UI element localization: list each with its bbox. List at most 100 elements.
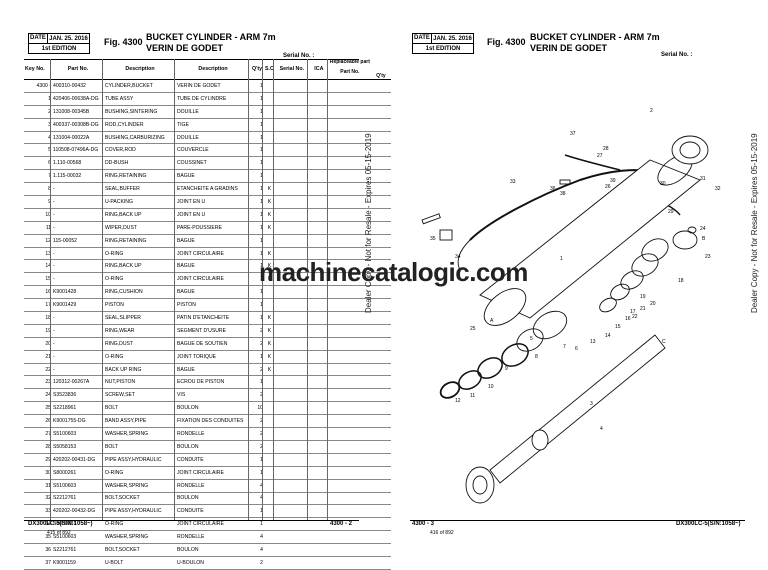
cell-empty [370, 79, 391, 93]
cell-part: 400310-00432 [52, 79, 104, 93]
cell-empty [328, 453, 371, 467]
cell-empty [370, 479, 391, 493]
cell-empty [308, 285, 329, 300]
cell-en: BACK UP RING [104, 363, 176, 377]
callout-label: 32 [715, 186, 721, 192]
cell-empty [274, 427, 309, 441]
cell-qty: 1 [250, 169, 264, 184]
cell-empty [274, 234, 309, 248]
col-part: Part No. [52, 59, 104, 80]
title-fr: VERIN DE GODET [530, 43, 608, 53]
cell-key: 1 [24, 92, 52, 106]
cell-empty [328, 105, 371, 119]
cell-empty [328, 492, 371, 506]
cell-fr: JOINT CIRCULAIRE [176, 272, 250, 287]
cell-part: S3523836 [52, 388, 104, 403]
cell-key: 4 [24, 131, 52, 145]
cell-sc [264, 143, 275, 158]
cell-empty [308, 350, 329, 364]
cell-empty [274, 195, 309, 209]
cell-part: S8000261 [52, 466, 104, 480]
cell-empty [328, 363, 371, 377]
callout-label: 39 [610, 178, 616, 184]
cell-en: O-RING [104, 350, 176, 364]
cell-empty [328, 401, 371, 416]
cell-empty [328, 311, 371, 325]
cell-fr: RONDELLE [176, 479, 250, 493]
dealer-note-right: Dealer Copy - Not for Resale - Expires 0… [750, 133, 759, 313]
left-fig-number: Fig. 4300 [104, 37, 143, 47]
cell-key: 4300 - [24, 79, 52, 93]
callout-label: 14 [605, 333, 611, 339]
cell-part: 400337-00308B-DG [52, 118, 104, 132]
cell-part: K9001429 [52, 298, 104, 313]
cell-empty [370, 363, 391, 377]
cell-sc [264, 401, 275, 416]
cell-sc [264, 118, 275, 132]
cell-empty [328, 530, 371, 545]
cell-qty: 2 [250, 556, 264, 570]
cell-empty [370, 311, 391, 325]
cell-key: 24 [24, 388, 52, 403]
callout-label: 15 [615, 324, 621, 330]
left-footer-model: DX300LC-5(S/N:1058~) [28, 521, 93, 527]
exploded-diagram: 1234567891011121314151617181920212223242… [421, 108, 721, 504]
cell-key: 12 [24, 234, 52, 248]
cell-empty [308, 311, 329, 325]
cell-part: 131008-00345B [52, 105, 104, 119]
cell-empty [370, 234, 391, 248]
cell-fr: JOINT TORIQUE [176, 350, 250, 364]
cell-sc [264, 440, 275, 454]
cell-empty [370, 466, 391, 480]
table-divider [273, 59, 274, 521]
table-row: 14-RING,BACK UPBAGUE1K [24, 259, 391, 274]
cell-empty [370, 556, 391, 570]
cell-en: RING,CUSHION [104, 285, 176, 300]
cell-empty [370, 208, 391, 222]
cell-part: 420202-00431-DG [52, 453, 104, 467]
cell-sc: K [264, 208, 275, 222]
cell-sc [264, 530, 275, 545]
cell-empty [308, 169, 329, 184]
cell-empty [328, 517, 371, 532]
cell-empty [370, 285, 391, 300]
right-footer-count: 416 of 892 [430, 530, 454, 536]
cell-empty [328, 543, 371, 557]
cell-sc [264, 375, 275, 390]
callout-label: C [662, 339, 666, 345]
cell-sc [264, 131, 275, 145]
cell-en: BUSHING,SINTERING [104, 105, 176, 119]
cell-qty: 2 [250, 388, 264, 403]
callout-label: 25 [470, 326, 476, 332]
cell-empty [274, 440, 309, 454]
watermark: machinecatalogic.com [259, 257, 528, 287]
callout-label: 21 [640, 306, 646, 312]
cell-qty: 1 [250, 466, 264, 480]
cell-sc [264, 543, 275, 557]
cell-empty [370, 92, 391, 106]
cell-key: 16 [24, 285, 52, 300]
right-footer-page: 4300 - 3 [412, 521, 435, 527]
cell-part: K9001755-DG [52, 414, 104, 429]
cell-qty: 4 [250, 543, 264, 557]
cell-qty: 1 [250, 234, 264, 248]
callout-label: 19 [640, 294, 646, 300]
callout-label: A [490, 318, 494, 324]
callout-label: 18 [678, 278, 684, 284]
right-footer-model: DX300LC-5(S/N:1058~) [676, 521, 741, 527]
col-serial: Serial No. [274, 59, 309, 80]
cell-fr: PATIN D'ETANCHEITE [176, 311, 250, 325]
callout-label: 1 [560, 256, 563, 262]
cell-qty: 4 [250, 492, 264, 506]
col-desc-en: Description [104, 59, 176, 80]
cell-fr: BAGUE [176, 259, 250, 274]
cell-en: RING,WEAR [104, 324, 176, 338]
cell-key: 6 [24, 156, 52, 171]
cell-fr: BOULON [176, 543, 250, 557]
cell-qty: 1 [250, 517, 264, 532]
